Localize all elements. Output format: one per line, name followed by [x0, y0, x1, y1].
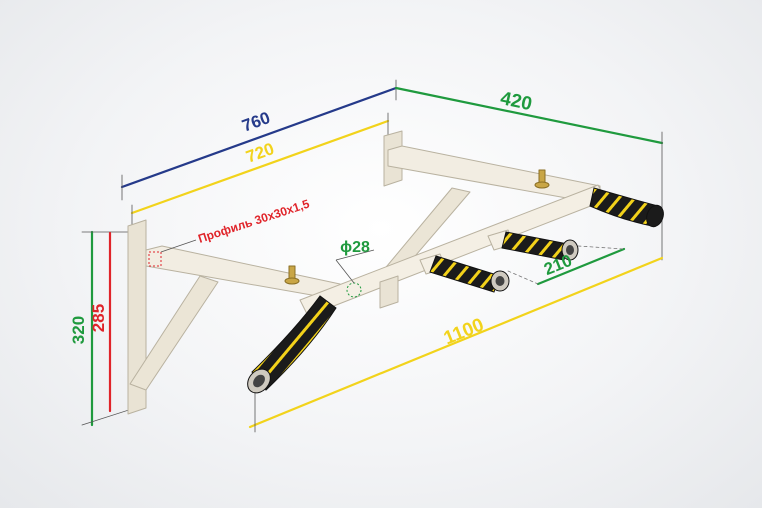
front-arm [145, 245, 341, 301]
tube-diameter-label: ϕ28 [340, 239, 370, 256]
rear-plate-lower [379, 275, 399, 309]
cross-section-markers [148, 239, 375, 298]
dimension-285-label: 285 [89, 304, 108, 332]
inner-grip-front [429, 255, 510, 293]
profile-section-marker [148, 251, 162, 267]
dimension-1100-label: 1100 [441, 314, 487, 349]
rear-arm [387, 145, 601, 205]
dimension-lines [81, 79, 664, 433]
mount-bolts [284, 169, 550, 285]
dimension-760-label: 760 [240, 108, 273, 136]
pull-up-bar-frame [127, 130, 607, 415]
rear-angled-grip [589, 187, 664, 228]
front-angled-grip [247, 295, 337, 394]
profile-label: Профиль 30х30х1,5 [196, 196, 311, 245]
grips [247, 187, 664, 394]
inner-grip-rear [501, 231, 579, 261]
dimension-320-label: 320 [69, 316, 88, 344]
front-diagonal-brace [129, 275, 219, 391]
